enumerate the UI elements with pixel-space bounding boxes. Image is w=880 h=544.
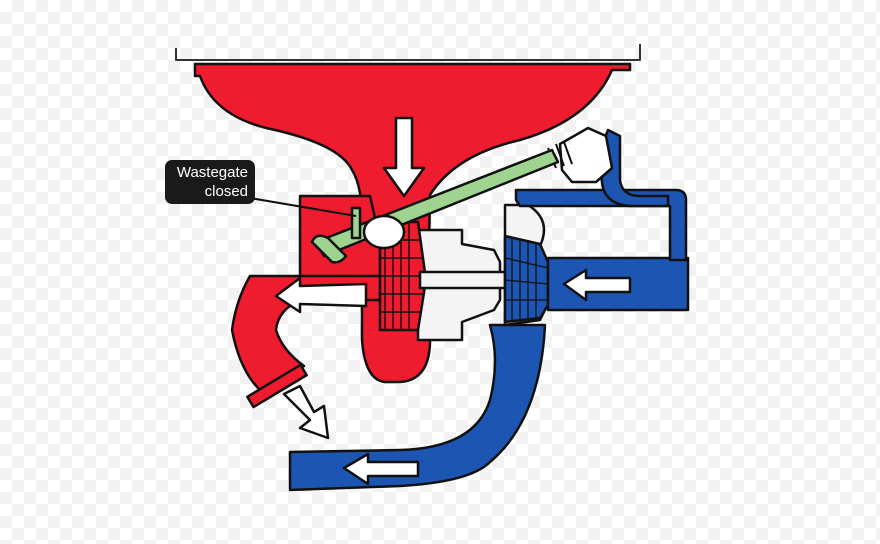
wastegate-valve [362,214,406,250]
down-arrow-icon [382,116,426,198]
callout-leader [249,197,357,217]
wastegate-callout: Wastegate closed [165,160,255,204]
left-arrow-icon [274,276,368,314]
callout-line-1: Wastegate [176,164,248,181]
compressor-outlet-pipe [288,323,547,492]
wastegate-bracket [350,206,362,240]
manifold-bracket [175,44,641,61]
compressor-wheel-blades [504,238,549,322]
down-right-arrow-icon [282,384,330,440]
left-arrow-outlet-icon [342,452,420,486]
turbo-shaft [418,270,516,290]
left-arrow-intake-icon [562,268,632,302]
exhaust-elbow [230,274,382,394]
exhaust-flange [246,363,308,409]
callout-line-2: closed [204,183,248,200]
wastegate-lever [310,234,348,264]
wastegate-actuator [558,126,614,184]
actuator-hose-connector [598,128,670,208]
